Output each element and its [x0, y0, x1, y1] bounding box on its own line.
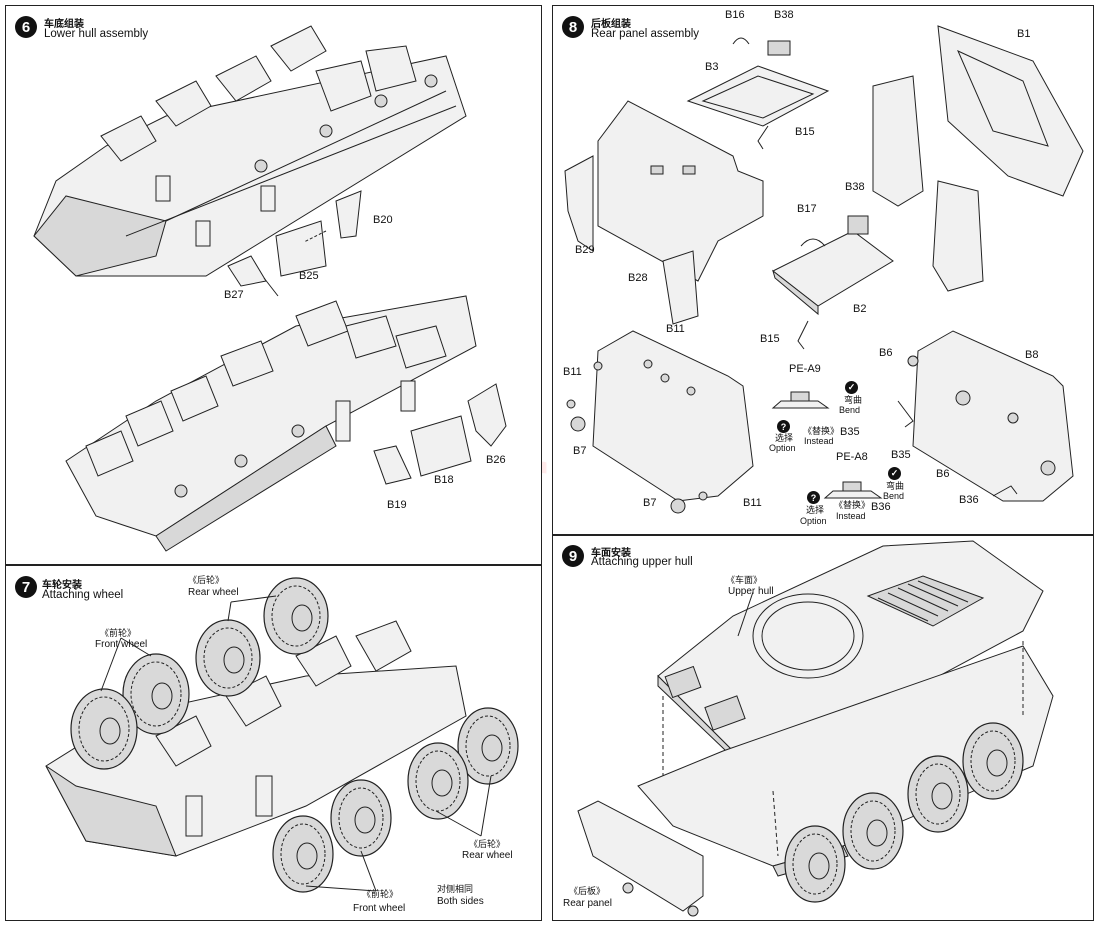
bend-icon: ✓: [845, 381, 858, 394]
option-cn-1: 选择: [775, 433, 794, 443]
part-b29-label: B29: [575, 244, 595, 256]
rear-wheel-top-en: Rear wheel: [188, 587, 239, 598]
part-b11b-label: B11: [563, 366, 582, 378]
part-b6a-label: B6: [879, 347, 893, 359]
part-b15b-label: B15: [760, 333, 780, 345]
bend-en-2: Bend: [883, 491, 905, 501]
step-7-number: 7: [15, 576, 37, 598]
part-b17-label: B17: [797, 203, 817, 215]
rear-wheel-top-cn: 《后轮》: [188, 575, 225, 585]
part-b7b-label: B7: [643, 497, 657, 509]
part-b6b-label: B6: [936, 468, 950, 480]
step-8-title-cn: 后板组装: [591, 19, 631, 30]
bend-en-1: Bend: [839, 405, 861, 415]
step-9-title-cn: 车面安装: [591, 548, 631, 559]
step-9-number: 9: [562, 545, 584, 567]
part-b8-label: B8: [1025, 349, 1039, 361]
bend-icon-2: ✓: [888, 467, 901, 480]
rear-panel-en: Rear panel: [563, 898, 612, 909]
step-6-title-en: Lower hull assembly: [44, 28, 149, 40]
option-icon: ?: [777, 420, 790, 433]
front-wheel-left-cn: 《前轮》: [100, 628, 137, 638]
part-b36b-label: B36: [959, 494, 979, 506]
part-b7a-label: B7: [573, 445, 587, 457]
option-icon-2: ?: [807, 491, 820, 504]
step-6-title-cn: 车底组装: [44, 19, 84, 30]
instead-en-1: Instead: [804, 436, 834, 446]
part-b18-label: B18: [434, 474, 454, 486]
part-b28-label: B28: [628, 272, 648, 284]
part-b25-label: B25: [299, 270, 319, 282]
option-en-2: Option: [800, 516, 827, 526]
part-b38a-label: B38: [774, 9, 794, 21]
upper-hull-en: Upper hull: [728, 586, 774, 597]
front-wheel-bottom-en: Front wheel: [353, 903, 406, 914]
part-b27-label: B27: [224, 289, 244, 301]
step-7-title-cn: 车轮安装: [42, 580, 82, 591]
lower-hull-drawing: [33, 25, 507, 552]
step-7-panel: 7 车轮安装 Attaching wheel: [5, 565, 542, 921]
part-b11c-label: B11: [743, 497, 762, 509]
rear-panel-drawing: [564, 25, 1084, 514]
upper-hull-drawing: [577, 540, 1054, 917]
part-b15a-label: B15: [795, 126, 815, 138]
rear-wheel-right-cn: 《后轮》: [469, 839, 506, 849]
part-pea8-label: PE-A8: [836, 451, 868, 463]
step-8-title-en: Rear panel assembly: [591, 28, 700, 40]
part-b35a-label: B35: [840, 426, 860, 438]
part-b26-label: B26: [486, 454, 506, 466]
step-8-number: 8: [562, 16, 584, 38]
both-sides-cn: 对侧相同: [437, 884, 474, 894]
part-b1-label: B1: [1017, 28, 1031, 40]
wheel-drawing: [45, 577, 519, 893]
option-cn-2: 选择: [806, 505, 825, 515]
part-b3-label: B3: [705, 61, 719, 73]
option-en-1: Option: [769, 443, 796, 453]
part-b11a-label: B11: [666, 323, 685, 335]
part-b35b-label: B35: [891, 449, 911, 461]
part-b2-label: B2: [853, 303, 867, 315]
step-8-panel: 8 后板组装 Rear panel assembly: [552, 5, 1094, 535]
step-9-title-en: Attaching upper hull: [591, 556, 693, 568]
instead-en-2: Instead: [836, 511, 866, 521]
step-6-panel: 6 车底组装 Lower hull assembly: [5, 5, 542, 565]
part-b19-label: B19: [387, 499, 407, 511]
bend-cn-2: 弯曲: [886, 481, 905, 491]
part-b16-label: B16: [725, 9, 745, 21]
part-b38b-label: B38: [845, 181, 865, 193]
rear-wheel-right-en: Rear wheel: [462, 850, 513, 861]
part-b20-label: B20: [373, 214, 393, 226]
part-pea9-label: PE-A9: [789, 363, 821, 375]
step-9-panel: 9 车面安装 Attaching upper hull: [552, 535, 1094, 921]
part-b36a-label: B36: [871, 501, 891, 513]
step-7-title-en: Attaching wheel: [42, 589, 124, 601]
instead-cn-2: 《替换》: [834, 500, 871, 510]
bend-cn-1: 弯曲: [844, 395, 863, 405]
rear-panel-cn: 《后板》: [569, 886, 606, 896]
front-wheel-left-en: Front wheel: [95, 639, 148, 650]
instead-cn-1: 《替换》: [803, 426, 840, 436]
both-sides-en: Both sides: [437, 896, 484, 907]
front-wheel-bottom-cn: 《前轮》: [362, 889, 399, 899]
upper-hull-cn: 《车面》: [726, 575, 763, 585]
step-6-number: 6: [15, 16, 37, 38]
